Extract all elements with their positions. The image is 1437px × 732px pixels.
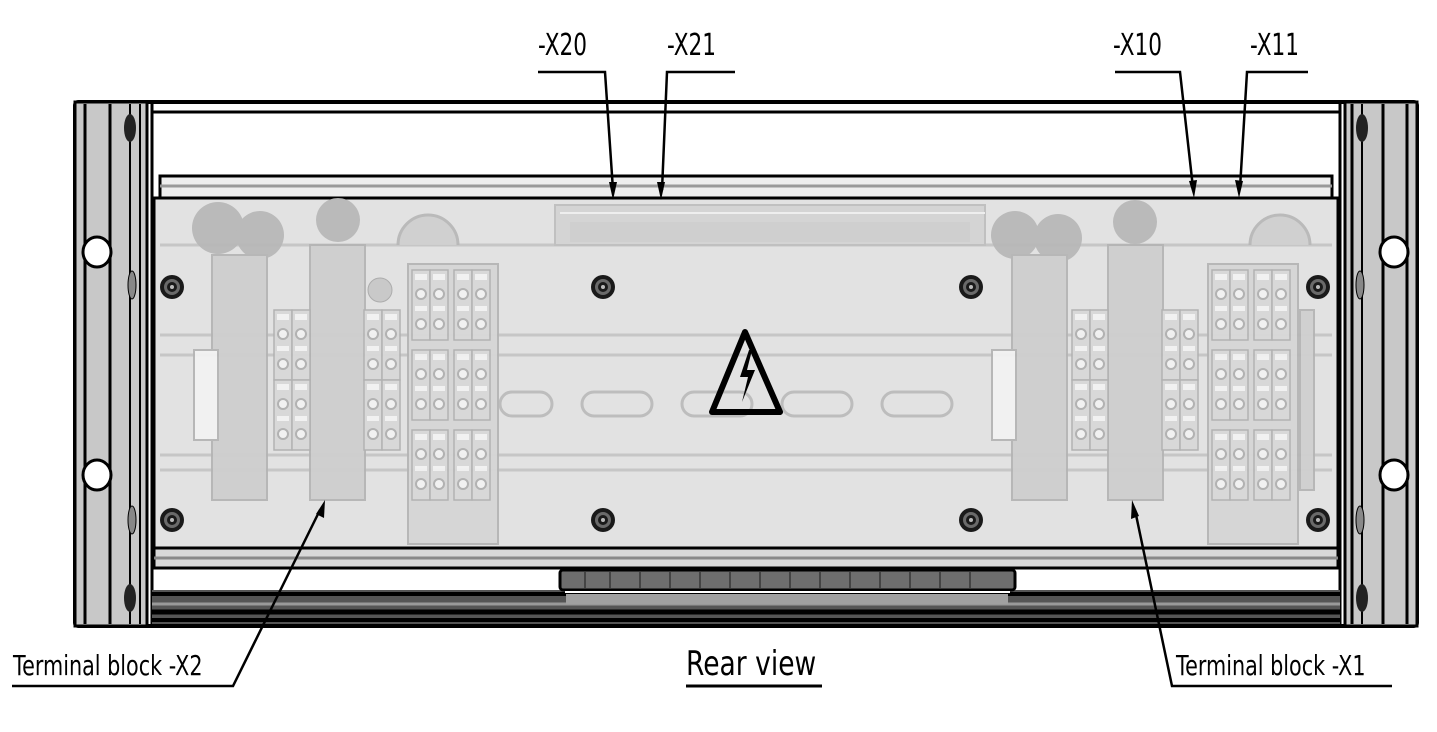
enclosure-frame — [73, 100, 1419, 628]
view-title: Rear view — [686, 644, 817, 684]
high-voltage-warning-icon — [709, 329, 783, 415]
callout-x10-label: -X10 — [1113, 28, 1163, 63]
callout-x21-label: -X21 — [667, 28, 717, 63]
bottom-connector — [558, 568, 1017, 604]
terminal-block-x1-components — [991, 200, 1315, 545]
terminal-block-x2-components — [192, 198, 499, 545]
terminal-block-x2-label: Terminal block -X2 — [13, 649, 203, 682]
terminal-block-x1-label: Terminal block -X1 — [1176, 649, 1366, 682]
callout-x11-label: -X11 — [1250, 28, 1300, 63]
leader-lines-bottom — [12, 509, 1392, 688]
callout-x20-label: -X20 — [538, 28, 588, 63]
leader-lines-top — [538, 70, 1308, 191]
